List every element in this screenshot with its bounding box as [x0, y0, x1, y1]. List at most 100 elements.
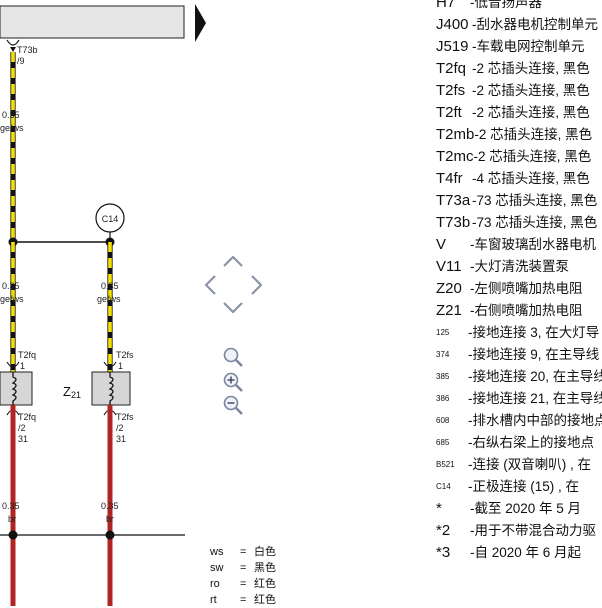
legend-code: T2mb [436, 126, 475, 144]
legend-desc: 2 芯插头连接, 黑色 [472, 59, 590, 79]
pan-up-icon[interactable] [223, 255, 243, 267]
lower-right-gauge: 0.35 [101, 501, 119, 511]
connector-pin-mark-icon [6, 39, 20, 46]
legend-row: *2用于不带混合动力驱 [436, 521, 596, 541]
zoom-reset-icon[interactable] [223, 347, 243, 367]
color-key-abbr: rt [210, 594, 217, 606]
legend-code: T73a [436, 192, 471, 210]
legend-desc: 刮水器电机控制单元 [472, 15, 599, 35]
pin-arrow-icon [10, 47, 16, 52]
legend-desc: 用于不带混合动力驱 [470, 521, 597, 541]
legend-desc: 自 2020 年 6 月起 [470, 543, 582, 563]
heater-box-left [0, 371, 33, 406]
legend-row: T2mc2 芯插头连接, 黑色 [436, 147, 591, 167]
junction-dot-bottom-left [8, 530, 18, 540]
color-key-name: 红色 [254, 594, 276, 606]
legend-code: V [436, 236, 447, 254]
left-bot-conn: T2fq [18, 412, 36, 422]
legend-code: C14 [436, 482, 451, 492]
pan-control[interactable] [204, 255, 263, 314]
legend-row: C14 正极连接 (15) , 在 [436, 477, 579, 497]
left-connector-top: T73b [17, 45, 38, 55]
legend-row: Z20左侧喷嘴加热电阻 [436, 279, 583, 299]
legend-code: T4fr [436, 170, 463, 188]
left-top-conn: T2fq [18, 350, 36, 360]
color-key-eq: = [240, 546, 247, 558]
legend-desc: 排水槽内中部的接地点 [468, 411, 602, 431]
pan-down-icon[interactable] [223, 302, 243, 314]
left-top-pin: 1 [20, 361, 25, 371]
color-key-eq: = [240, 578, 247, 590]
legend-row: * 截至 2020 年 5 月 [436, 499, 581, 519]
legend-code: 685 [436, 438, 450, 448]
legend-desc: 正极连接 (15) , 在 [468, 477, 580, 497]
legend-desc: 2 芯插头连接, 黑色 [474, 125, 592, 145]
legend-row: V车窗玻璃刮水器电机 [436, 235, 596, 255]
left-pin-top: /9 [17, 56, 25, 66]
component-legend: H7低音扬声器J400刮水器电机控制单元J519车载电网控制单元T2fq2 芯插… [436, 0, 602, 570]
legend-row: T73b73 芯插头连接, 黑色 [436, 213, 597, 233]
wiring-diagram: C14 T73b /9 0.35 ge/ws 0.35 ge/ws 0.35 g… [0, 4, 263, 606]
legend-code: 386 [436, 394, 450, 404]
color-key-row: ws=白色 [210, 544, 276, 560]
color-key-name: 黑色 [254, 562, 276, 574]
legend-row: T2fs2 芯插头连接, 黑色 [436, 81, 590, 101]
right-gauge: 0.35 [101, 281, 119, 291]
legend-desc: 73 芯插头连接, 黑色 [472, 213, 598, 233]
lower-left-color: br [8, 514, 16, 524]
legend-row: V11大灯清洗装置泵 [436, 257, 569, 277]
pin-mark-left-top-icon [6, 361, 20, 368]
legend-row: 685 右纵右梁上的接地点 [436, 433, 594, 453]
legend-desc: 右侧喷嘴加热电阻 [470, 301, 583, 321]
legend-desc: 接地连接 20, 在主导线 [468, 367, 602, 387]
right-color: ge/ws [97, 294, 121, 304]
lower-left-gauge: 0.35 [2, 501, 20, 511]
legend-row: T4fr4 芯插头连接, 黑色 [436, 169, 590, 189]
right-top-pin: 1 [118, 361, 123, 371]
zoom-in-icon[interactable] [223, 372, 243, 392]
legend-code: *3 [436, 544, 451, 562]
legend-row: B521 连接 (双音喇叭) , 在 [436, 455, 591, 475]
pan-left-icon[interactable] [204, 275, 216, 295]
color-key-abbr: ws [210, 546, 224, 558]
right-top-conn: T2fs [116, 350, 134, 360]
legend-code: B521 [436, 460, 455, 470]
legend-code: 125 [436, 328, 450, 338]
legend-desc: 接地连接 3, 在大灯导 [468, 323, 600, 343]
legend-row: *3 自 2020 年 6 月起 [436, 543, 581, 563]
connection-marker-label: C14 [102, 214, 119, 224]
legend-row: J519车载电网控制单元 [436, 37, 585, 57]
legend-code: 374 [436, 350, 450, 360]
legend-row: T2fq 2 芯插头连接, 黑色 [436, 59, 590, 79]
right-bot-pin2: 31 [116, 434, 126, 444]
legend-code: 385 [436, 372, 450, 382]
legend-desc: 接地连接 21, 在主导线 [468, 389, 602, 409]
legend-code: * [436, 500, 442, 518]
legend-desc: 2 芯插头连接, 黑色 [472, 103, 590, 123]
pan-right-icon[interactable] [251, 275, 263, 295]
legend-desc: 左侧喷嘴加热电阻 [470, 279, 583, 299]
legend-row: Z21 右侧喷嘴加热电阻 [436, 301, 583, 321]
page-next-arrow-icon[interactable] [195, 4, 206, 42]
legend-row: 385 接地连接 20, 在主导线 [436, 367, 602, 387]
color-key-eq: = [240, 562, 247, 574]
color-key-eq: = [240, 594, 247, 606]
pin-mark-right-top-icon [103, 361, 117, 368]
legend-desc: 车载电网控制单元 [472, 37, 585, 57]
heater-coil-right-icon [108, 372, 114, 405]
color-key-abbr: ro [210, 578, 220, 590]
legend-desc: 2 芯插头连接, 黑色 [472, 81, 590, 101]
legend-row: 125 接地连接 3, 在大灯导 [436, 323, 599, 343]
legend-code: Z21 [436, 302, 462, 320]
legend-code: J519 [436, 38, 469, 56]
legend-desc: 右纵右梁上的接地点 [468, 433, 595, 453]
legend-desc: 连接 (双音喇叭) , 在 [468, 455, 592, 475]
legend-desc: 截至 2020 年 5 月 [470, 499, 582, 519]
legend-code: T2fq [436, 60, 467, 78]
zoom-out-icon[interactable] [223, 395, 243, 415]
left-mid-color: ge/ws [0, 294, 24, 304]
legend-desc: 低音扬声器 [470, 0, 543, 13]
legend-row: T2ft2 芯插头连接, 黑色 [436, 103, 590, 123]
component-label: Z21 [63, 384, 81, 400]
